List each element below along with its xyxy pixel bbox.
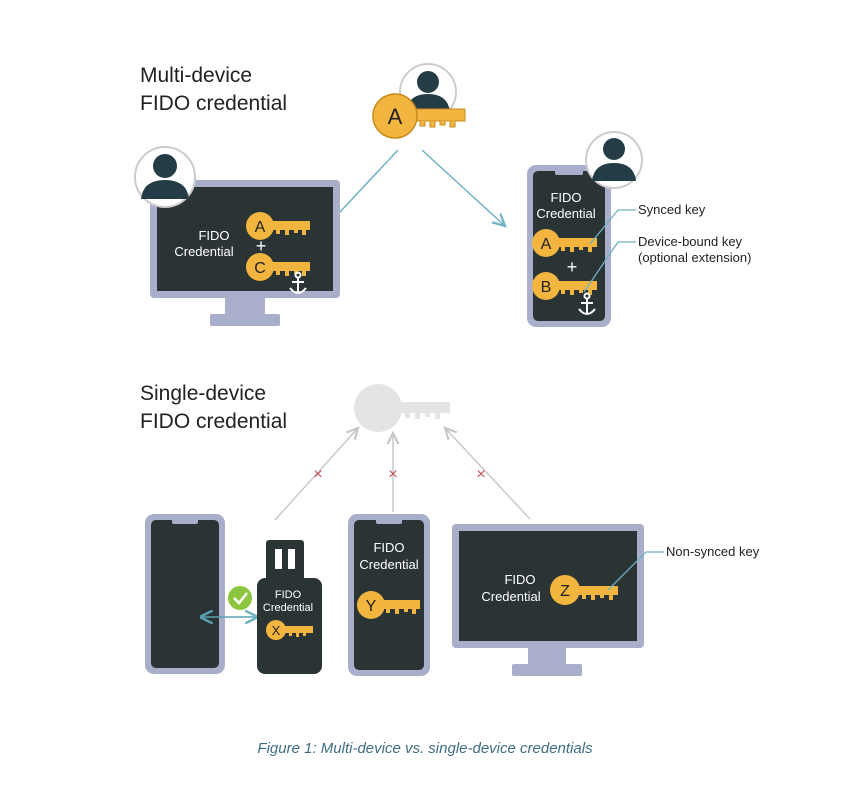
- single-phone-cred-line1: FIDO: [373, 540, 404, 555]
- phone-key-a-letter: A: [541, 236, 552, 253]
- desktop-anchor-icon: [289, 271, 307, 294]
- non-synced-label: Non-synced key: [666, 544, 760, 559]
- multi-desktop-avatar: [134, 146, 196, 208]
- single-blank-phone: [145, 514, 225, 674]
- desktop-key-c-letter: C: [254, 260, 266, 277]
- synced-key-leader: [589, 209, 636, 245]
- desktop-key-z-icon: [550, 575, 618, 605]
- arrow-to-phone: [421, 149, 505, 226]
- desktop-key-a-letter: A: [255, 219, 266, 236]
- single-title-line1: Single-device: [140, 382, 266, 405]
- multi-desktop-cred-line1: FIDO: [198, 228, 229, 243]
- phone-key-y-letter: Y: [366, 598, 377, 615]
- desktop-key-z-letter: Z: [560, 583, 570, 600]
- blocked-arrow-desktop: [445, 428, 531, 520]
- phone-key-b-letter: B: [541, 279, 552, 296]
- phone-key-a-icon: [532, 229, 597, 257]
- single-phone-y: [348, 514, 430, 676]
- multi-title-line2: FIDO credential: [140, 92, 287, 115]
- single-title-line2: FIDO credential: [140, 410, 287, 433]
- synced-key-label: Synced key: [638, 202, 706, 217]
- phone-key-y-icon: [357, 591, 420, 619]
- blocked-arrow-usb: [274, 428, 358, 521]
- single-phone-cred-line2: Credential: [359, 557, 418, 572]
- faded-key-icon: [354, 384, 450, 432]
- multi-title-line1: Multi-device: [140, 64, 252, 87]
- device-bound-sublabel: (optional extension): [638, 250, 751, 265]
- usb-key-x-letter: X: [272, 623, 281, 638]
- figure-caption: Figure 1: Multi-device vs. single-device…: [257, 740, 593, 757]
- top-key-icon: [372, 93, 466, 139]
- multi-desktop-cred-line2: Credential: [174, 244, 233, 259]
- device-bound-leader: [583, 241, 636, 293]
- single-desktop-cred-line2: Credential: [481, 589, 540, 604]
- usb-cred-line2: Credential: [263, 602, 313, 614]
- check-icon: [228, 586, 252, 610]
- multi-phone-avatar: [585, 131, 643, 189]
- desktop-key-a-icon: [246, 212, 310, 240]
- usb-key-x-icon: [266, 620, 313, 640]
- multi-phone-cred-line2: Credential: [536, 206, 595, 221]
- cross-mark-desktop: ×: [476, 466, 485, 483]
- device-bound-label: Device-bound key: [638, 234, 743, 249]
- multi-phone-cred-line1: FIDO: [550, 190, 581, 205]
- top-key-letter: A: [388, 104, 403, 129]
- cross-mark-phone: ×: [388, 466, 397, 483]
- non-synced-leader: [607, 551, 664, 591]
- cross-mark-usb: ×: [313, 466, 322, 483]
- desktop-key-c-icon: [246, 253, 310, 281]
- single-desktop-cred-line1: FIDO: [504, 572, 535, 587]
- phone-plus: +: [567, 257, 578, 277]
- desktop-plus: +: [256, 236, 267, 256]
- phone-anchor-icon: [578, 292, 596, 315]
- usb-cred-line1: FIDO: [275, 589, 302, 601]
